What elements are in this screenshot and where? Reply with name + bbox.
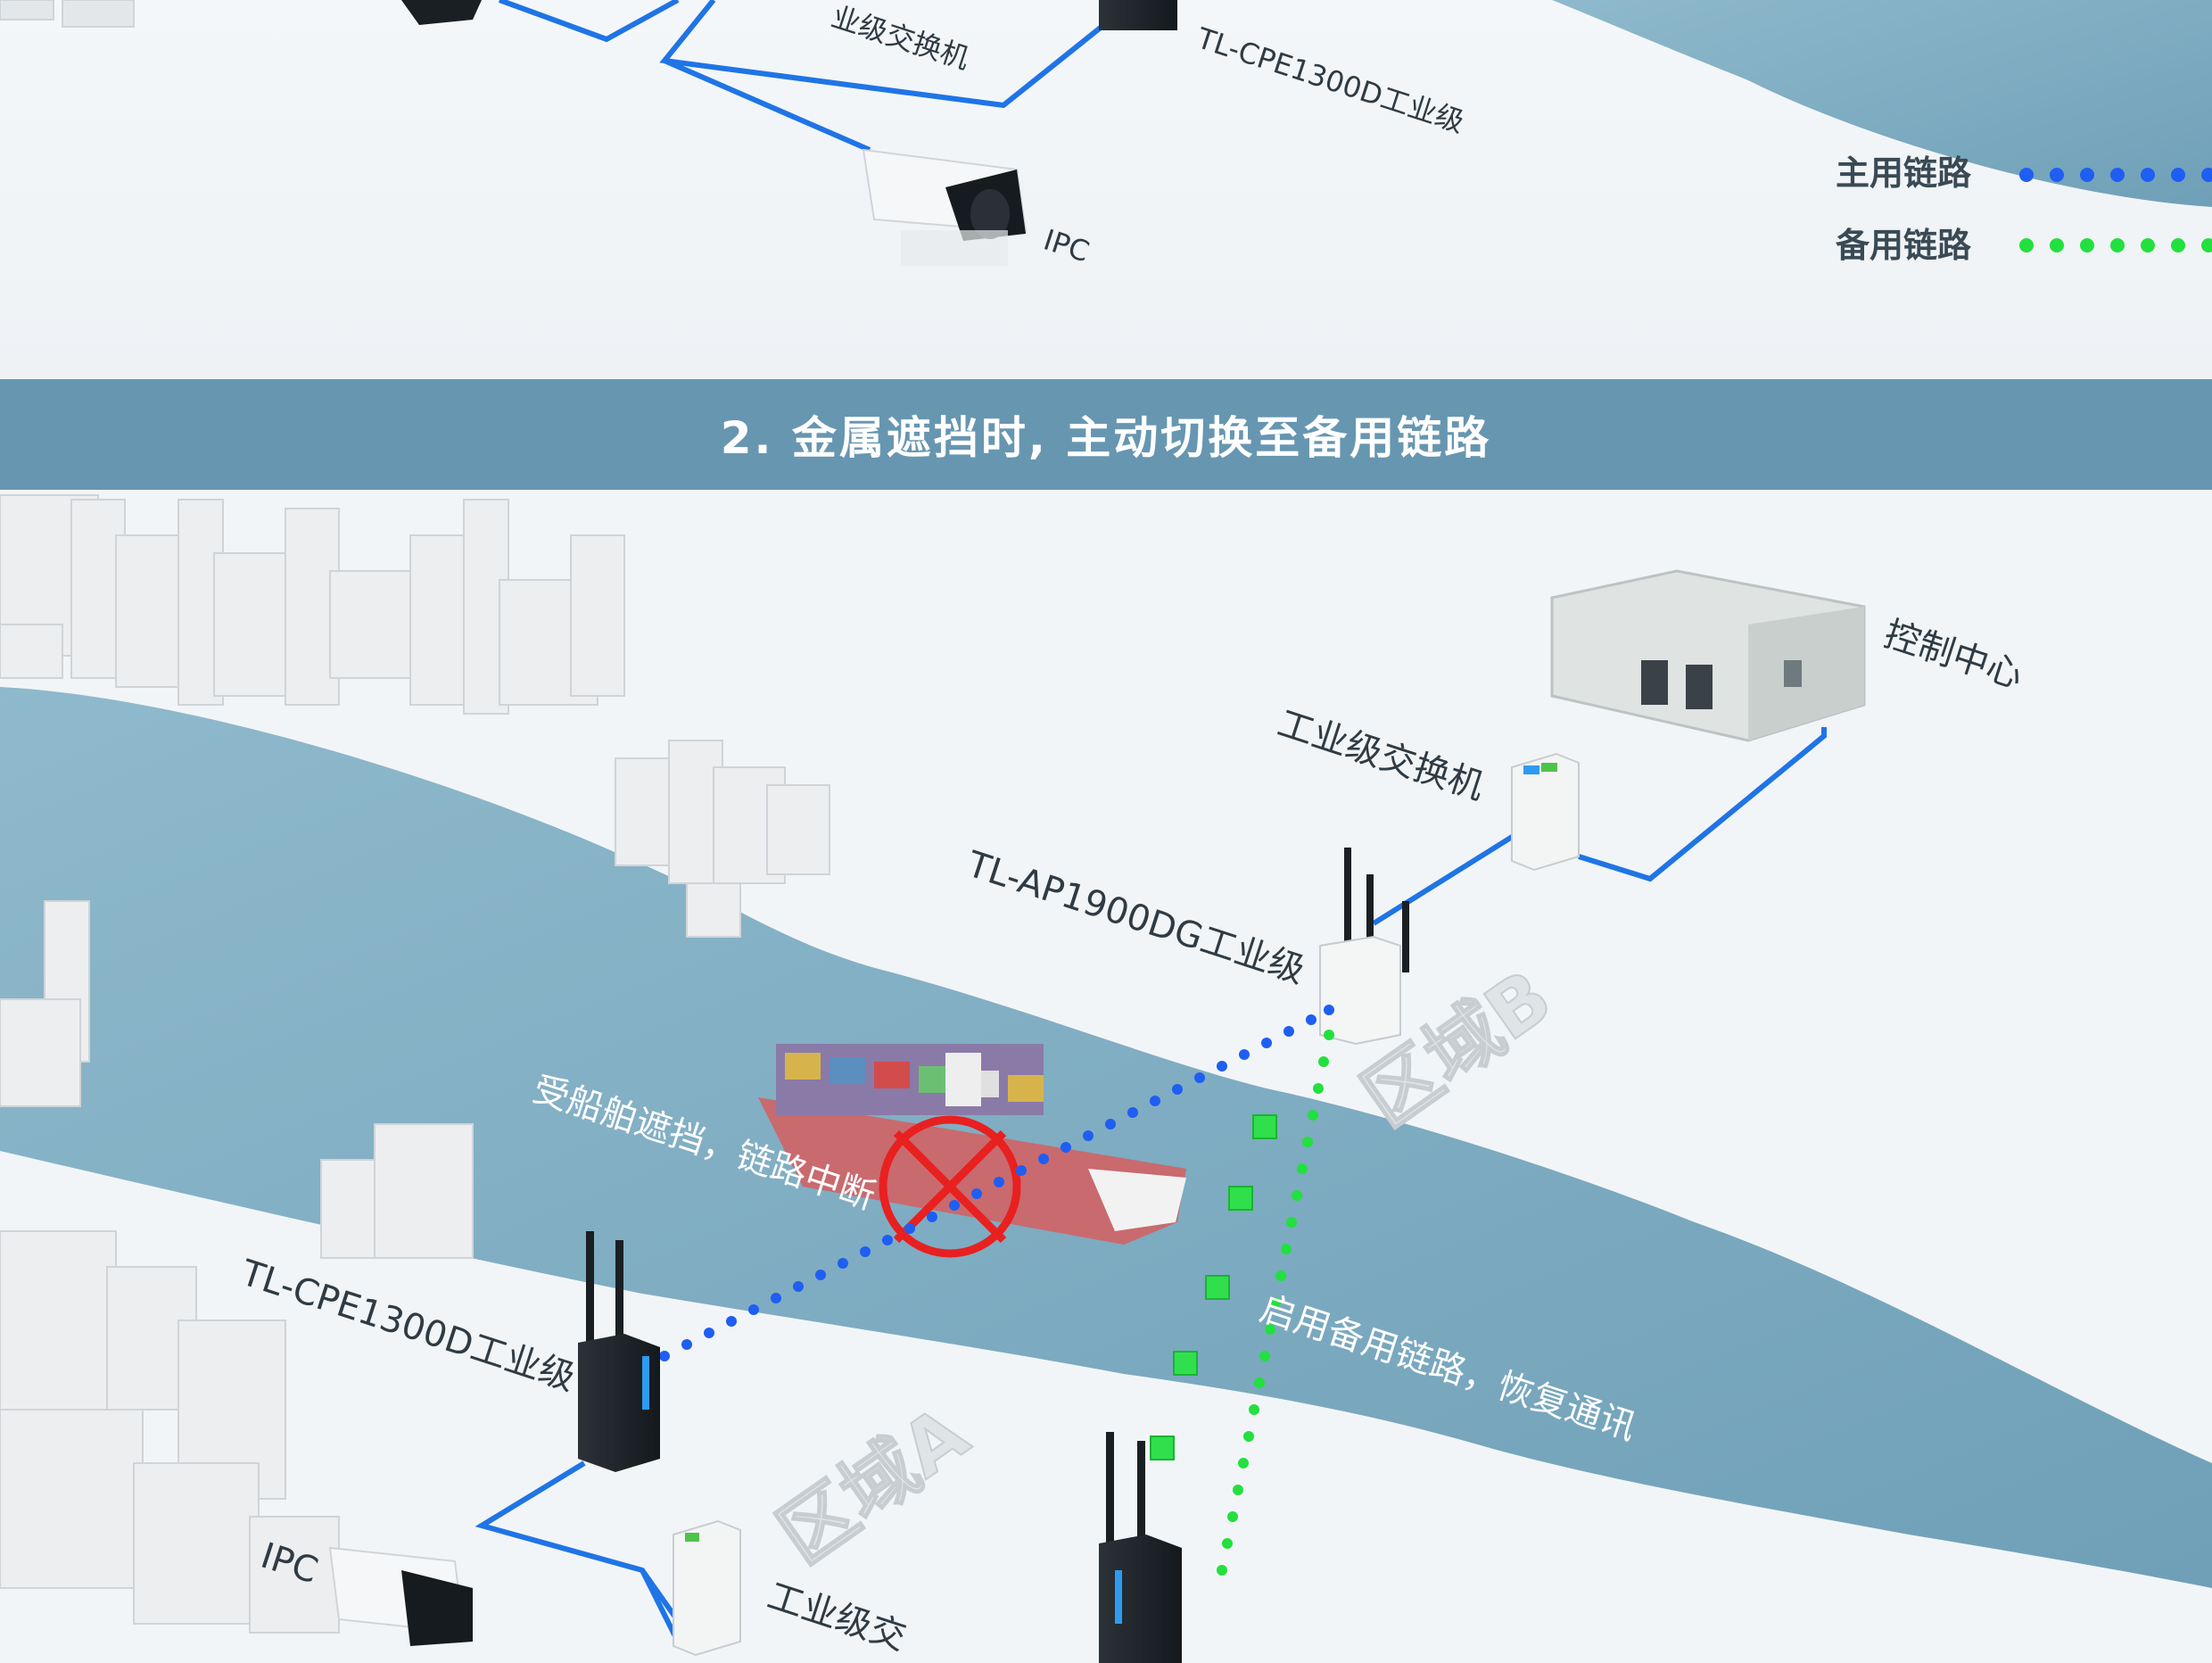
top-section: 业级交换机 TL-CPE1300D工业级 IPC 主用链路 备用链路 (0, 0, 2212, 379)
control-center-building-icon (1550, 569, 1866, 742)
legend-primary-dots (2019, 168, 2212, 182)
top-cables (498, 0, 1108, 153)
legend-backup-label: 备用链路 (1836, 226, 1972, 265)
section-banner: 2. 金属遮挡时, 主动切换至备用链路 (0, 379, 2212, 490)
switch-b-icon (1511, 752, 1580, 872)
backup-link-dots (1217, 1030, 1334, 1576)
city-middle (615, 740, 830, 938)
bottom-cables (475, 727, 1827, 1648)
ipc-a-icon (328, 1546, 473, 1646)
top-cpe-icon (1099, 0, 1177, 30)
top-river (1552, 0, 2212, 207)
top-camera-1-icon (401, 0, 482, 25)
link-blocked-icon (879, 1115, 1021, 1258)
ap-icon (1319, 848, 1409, 1046)
city-bottom-left (0, 900, 474, 1634)
top-buildings (0, 0, 135, 28)
primary-link-dots (659, 1005, 1334, 1361)
cpe-b-icon (1099, 1432, 1182, 1663)
city-top-left (0, 494, 625, 715)
legend-backup-dots (2019, 238, 2212, 252)
bottom-section: 区域B 区域A 控制中心 工业级交换机 TL-AP1900DG工业级 受船舶遮挡… (0, 490, 2212, 1663)
top-ipc-icon (862, 148, 1028, 266)
backup-link-cubes (1150, 1114, 1277, 1460)
ship-icon (758, 1044, 1186, 1245)
switch-a-icon (673, 1519, 741, 1657)
cpe-a-icon (578, 1231, 660, 1472)
legend-primary-label: 主用链路 (1836, 153, 1972, 193)
banner-title: 2. 金属遮挡时, 主动切换至备用链路 (720, 412, 1492, 464)
legend: 主用链路 备用链路 (1836, 153, 2212, 265)
bottom-river (0, 687, 2212, 1588)
